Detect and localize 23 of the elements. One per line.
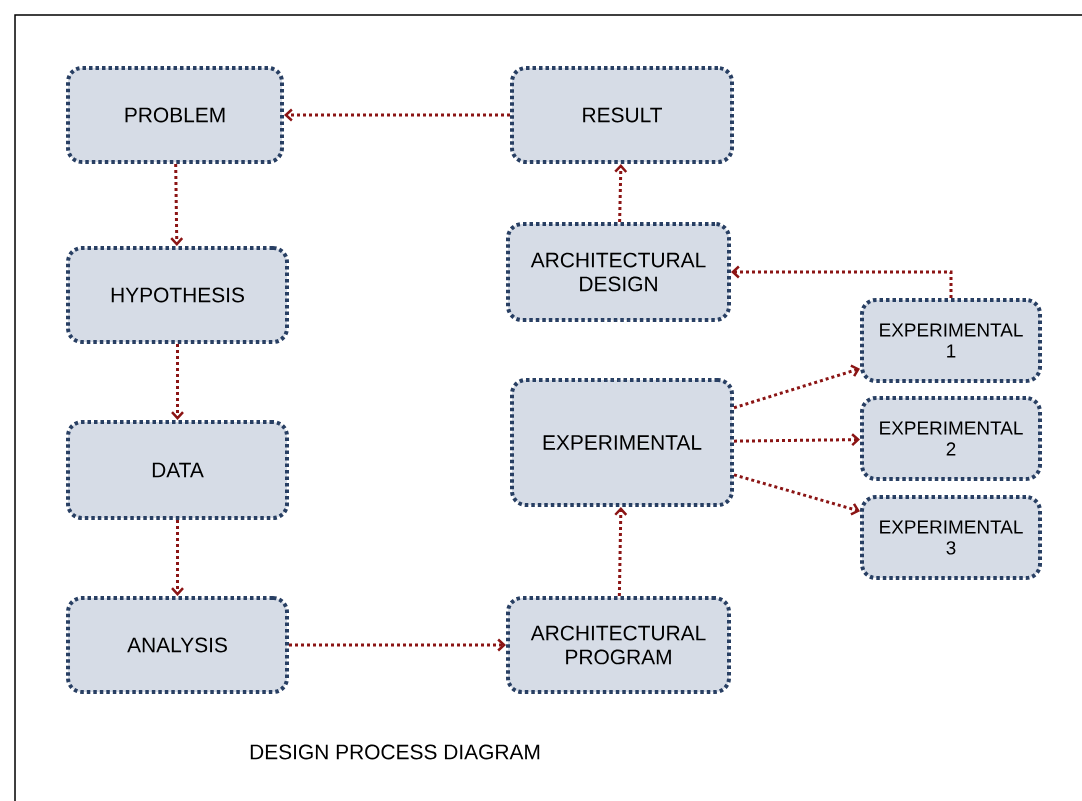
process-box: DATA [66, 420, 289, 520]
process-box: PROBLEM [66, 66, 284, 164]
process-box: EXPERIMENTAL 3 [860, 495, 1042, 580]
arrow [171, 520, 184, 596]
arrow [733, 473, 860, 516]
arrow [170, 163, 184, 246]
process-box: ARCHITECTURAL DESIGN [506, 222, 731, 322]
arrow [289, 638, 506, 652]
process-box: EXPERIMENTAL [510, 378, 734, 507]
arrow [731, 265, 953, 298]
process-box: EXPERIMENTAL 1 [860, 298, 1042, 383]
process-box: EXPERIMENTAL 2 [860, 396, 1042, 481]
arrow [734, 433, 860, 447]
process-box: ANALYSIS [66, 596, 289, 694]
caption: DESIGN PROCESS DIAGRAM [250, 744, 540, 760]
arrow [733, 364, 860, 410]
process-box: RESULT [510, 66, 734, 164]
process-box: ARCHITECTURAL PROGRAM [506, 596, 731, 694]
arrow [171, 344, 184, 420]
arrow [284, 108, 510, 122]
process-box: HYPOTHESIS [66, 246, 289, 344]
arrow [614, 164, 628, 223]
arrow [614, 507, 628, 597]
